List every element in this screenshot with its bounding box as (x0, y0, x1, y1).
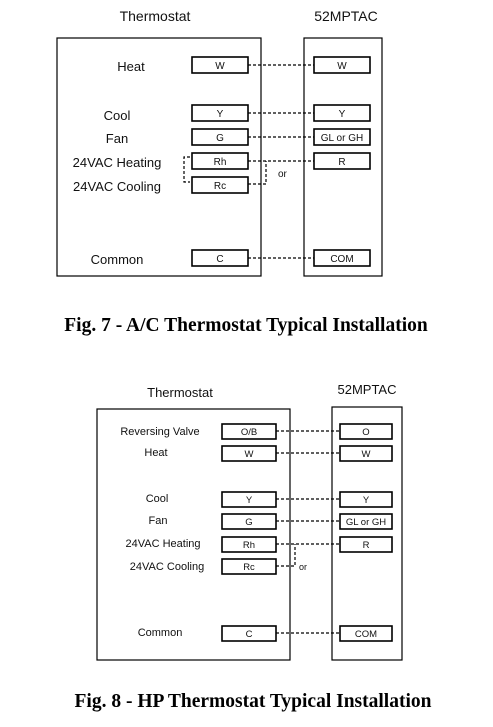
fig7-terminal-c (191, 249, 249, 267)
fig8-unit-terminal-r (339, 536, 393, 553)
fig7-terminal-rh (191, 152, 249, 170)
fig7-diagram: Thermostat 52MPTAC Heat Cool Fan 24VAC H… (56, 8, 428, 336)
fig8-terminal-ob-label: O/B (241, 427, 257, 438)
fig7-label-24vac-heating: 24VAC Heating (73, 155, 162, 170)
fig7-terminal-g (191, 128, 249, 146)
fig8-unit-terminal-w-label: W (362, 449, 371, 460)
fig7-terminal-c-label: C (216, 254, 223, 265)
fig8-terminal-rc (221, 558, 277, 575)
fig8-label-cool: Cool (146, 493, 169, 505)
fig7-unit-terminal-w-label: W (337, 61, 347, 72)
fig7-unit-terminal-g (313, 128, 371, 146)
fig7-terminal-rh-label: Rh (214, 157, 227, 168)
fig7-terminal-rc-label: Rc (214, 181, 226, 192)
fig7-label-heat: Heat (117, 59, 145, 74)
fig8-terminal-g (221, 513, 277, 530)
fig8-unit-title: 52MPTAC (338, 382, 397, 397)
fig7-unit-terminal-com (313, 249, 371, 267)
fig7-unit-box (303, 37, 383, 277)
fig8-terminal-w-label: W (245, 449, 254, 460)
fig7-unit-terminal-w (313, 56, 371, 74)
fig8-unit-terminal-com-label: COM (355, 629, 377, 640)
fig7-label-cool: Cool (104, 108, 131, 123)
fig8-caption: Fig. 8 - HP Thermostat Typical Installat… (75, 691, 432, 712)
fig8-terminal-w (221, 445, 277, 462)
fig8-terminal-y-label: Y (246, 495, 253, 506)
fig8-unit-terminal-y (339, 491, 393, 508)
fig7-unit-terminal-com-label: COM (330, 254, 353, 265)
fig8-unit-terminal-o-label: O (362, 427, 369, 438)
fig7-terminal-y (191, 104, 249, 122)
fig8-unit-terminal-r-label: R (363, 540, 370, 551)
fig8-or-label: or (299, 562, 307, 572)
fig7-unit-terminal-y (313, 104, 371, 122)
fig8-diagram: Thermostat 52MPTAC Reversing Valve Heat … (75, 382, 432, 712)
fig8-terminal-rh-label: Rh (243, 540, 255, 551)
fig7-terminal-w-label: W (215, 61, 225, 72)
fig8-terminal-rc-label: Rc (243, 562, 255, 573)
fig7-label-common: Common (91, 252, 144, 267)
fig8-thermostat-title: Thermostat (147, 385, 213, 400)
fig7-terminal-w (191, 56, 249, 74)
fig8-label-fan: Fan (149, 515, 168, 527)
fig7-unit-title: 52MPTAC (314, 8, 378, 24)
fig8-label-24vac-heating: 24VAC Heating (125, 538, 200, 550)
fig7-thermostat-title: Thermostat (120, 8, 191, 24)
fig8-terminal-ob (221, 423, 277, 440)
fig8-jumper-rc-r (276, 544, 296, 567)
fig8-label-reversing-valve: Reversing Valve (120, 426, 199, 438)
fig8-terminal-rh (221, 536, 277, 553)
fig7-unit-terminal-r (313, 152, 371, 170)
fig8-unit-terminal-y-label: Y (363, 495, 370, 506)
fig7-unit-terminal-r-label: R (338, 157, 345, 168)
fig7-caption: Fig. 7 - A/C Thermostat Typical Installa… (64, 315, 428, 336)
fig8-unit-terminal-w (339, 445, 393, 462)
fig8-label-heat: Heat (144, 447, 167, 459)
fig7-or-label: or (278, 169, 288, 180)
fig8-terminal-c-label: C (246, 629, 253, 640)
fig8-terminal-y (221, 491, 277, 508)
fig8-unit-box (331, 406, 403, 661)
fig8-label-24vac-cooling: 24VAC Cooling (130, 561, 204, 573)
fig7-jumper-rh-rc (183, 156, 190, 183)
fig7-terminal-g-label: G (216, 133, 224, 144)
fig7-unit-terminal-g-label: GL or GH (321, 133, 363, 144)
fig8-unit-terminal-com (339, 625, 393, 642)
fig7-jumper-rc-r (248, 161, 267, 185)
fig8-terminal-g-label: G (245, 517, 252, 528)
fig8-unit-terminal-o (339, 423, 393, 440)
fig7-unit-terminal-y-label: Y (339, 109, 346, 120)
fig7-label-24vac-cooling: 24VAC Cooling (73, 179, 161, 194)
fig8-terminal-c (221, 625, 277, 642)
fig8-thermostat-box (96, 408, 291, 661)
fig8-label-common: Common (138, 627, 183, 639)
fig7-terminal-rc (191, 176, 249, 194)
fig7-thermostat-box (56, 37, 262, 277)
fig7-terminal-y-label: Y (217, 109, 224, 120)
fig7-label-fan: Fan (106, 131, 128, 146)
fig8-unit-terminal-g-label: GL or GH (346, 517, 386, 528)
fig8-unit-terminal-g (339, 513, 393, 530)
